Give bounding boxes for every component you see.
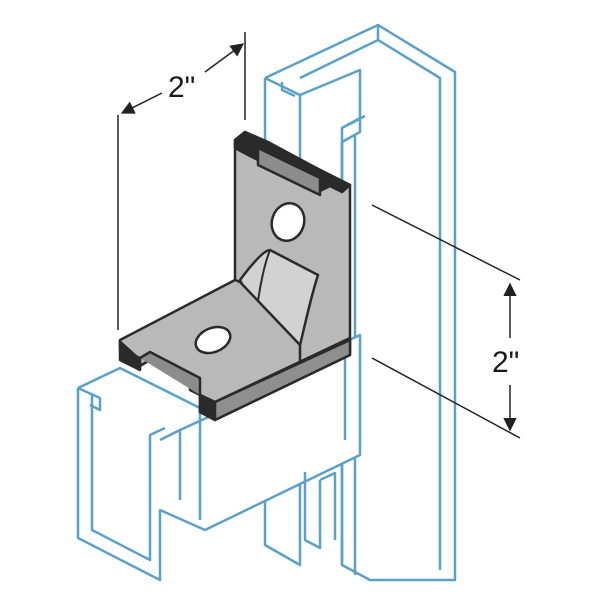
bracket-hole-upper [270,202,306,242]
dimension-vertical-label: 2" [492,346,519,379]
dimension-horizontal [117,32,246,330]
bracket-top-ledge [233,130,352,194]
dimension-vertical [371,204,521,439]
bracket-hole-lower [194,325,232,355]
angle-bracket [118,130,352,422]
dimension-horizontal-label: 2" [168,71,195,104]
